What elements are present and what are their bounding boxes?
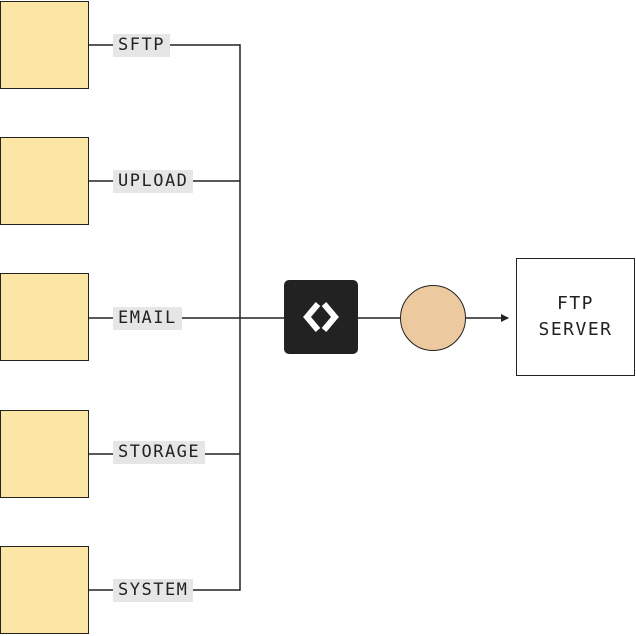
source-box-sftp bbox=[0, 1, 89, 89]
source-box-upload bbox=[0, 137, 89, 225]
ftp-server-box: FTP SERVER bbox=[516, 258, 635, 376]
source-label-system: SYSTEM bbox=[113, 579, 194, 602]
circle-node bbox=[400, 285, 466, 351]
diamond-bracket-icon bbox=[303, 302, 339, 332]
source-label-upload: UPLOAD bbox=[113, 170, 194, 193]
hub-node bbox=[284, 280, 358, 354]
source-label-storage: STORAGE bbox=[113, 441, 206, 464]
source-box-email bbox=[0, 273, 89, 361]
source-label-email: EMAIL bbox=[113, 307, 182, 330]
source-box-system bbox=[0, 546, 89, 634]
source-box-storage bbox=[0, 410, 89, 498]
source-label-sftp: SFTP bbox=[113, 34, 170, 57]
ftp-server-label: FTP SERVER bbox=[538, 293, 613, 340]
